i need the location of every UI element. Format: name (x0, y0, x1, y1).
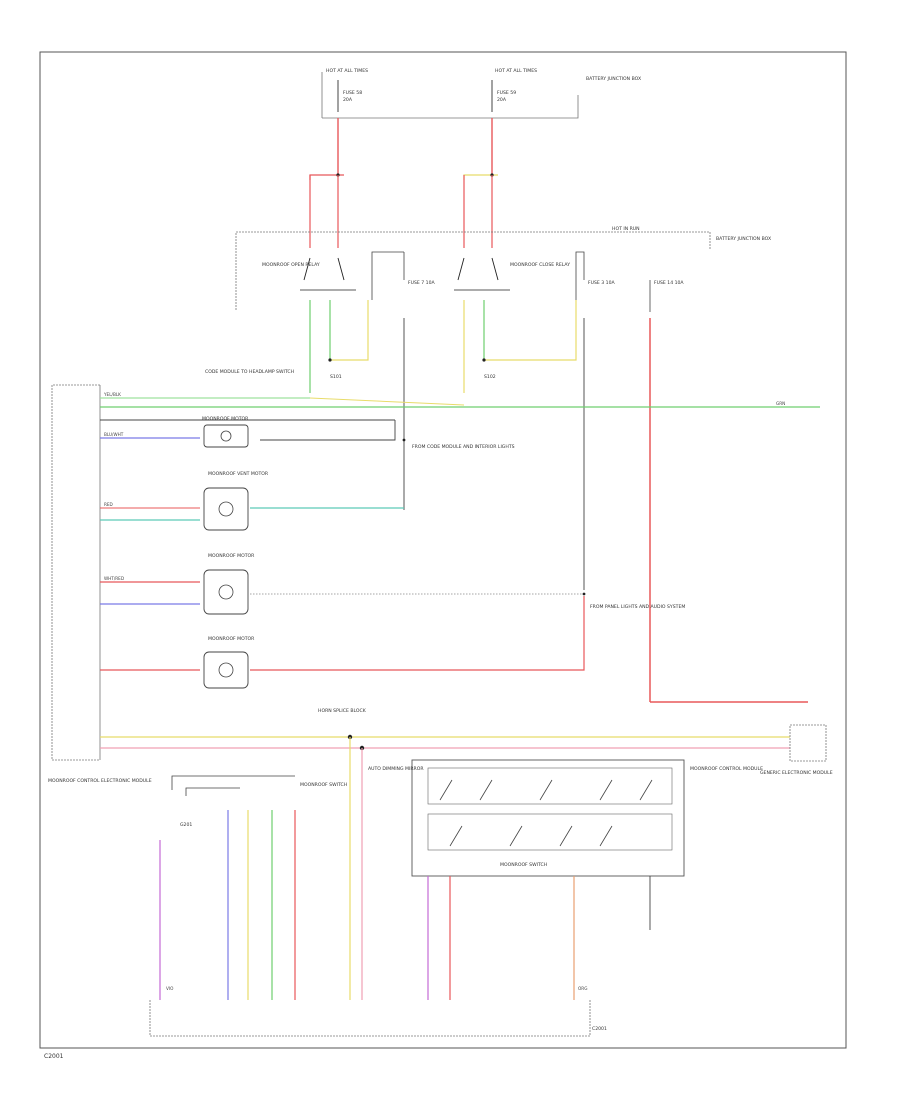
top-fuse-box: HOT AT ALL TIMES FUSE 58 20A HOT AT ALL … (321, 68, 641, 119)
fuse-c-far: FUSE 14 10A (654, 280, 684, 286)
motor-1-box (203, 424, 249, 448)
diagram-frame (39, 51, 847, 1049)
bottom-connector: C2001 VIO ORG (149, 986, 607, 1037)
harness-lines: YEL/BLK GRN CODE MODULE TO HEADLAMP SWIT… (100, 369, 820, 703)
switch-group-left-label: MOONROOF SWITCH (300, 782, 347, 788)
right-note-1: FROM CODE MODULE AND INTERIOR LIGHTS (412, 444, 515, 450)
right-note-2: FROM PANEL LIGHTS AND AUDIO SYSTEM (590, 604, 685, 610)
motor-3-box (203, 569, 249, 615)
hot-label-1: HOT AT ALL TIMES (326, 68, 368, 74)
junction-box-label-top: BATTERY JUNCTION BOX (586, 76, 641, 82)
wire-label-grn-right: GRN (776, 401, 785, 406)
motor-1-label: MOONROOF MOTOR (202, 416, 249, 422)
motor-2-box (203, 487, 249, 531)
ground-label: G201 (180, 822, 192, 828)
right-module-label: GENERIC ELECTRONIC MODULE (760, 770, 833, 776)
relay-left-label: MOONROOF OPEN RELAY (262, 262, 320, 268)
bottom-connector-label: C2001 (592, 1026, 607, 1032)
right-notes: FROM CODE MODULE AND INTERIOR LIGHTS FRO… (402, 438, 685, 610)
hot-label-2: HOT AT ALL TIMES (495, 68, 537, 74)
footer-code: C2001 (44, 1053, 64, 1060)
fuse-label-2: FUSE 59 (497, 90, 516, 96)
control-module-label: MOONROOF CONTROL MODULE (690, 766, 763, 772)
relay-box: HOT IN RUN BATTERY JUNCTION BOX MOONROOF… (235, 226, 771, 312)
control-module-box (411, 759, 685, 877)
hot-in-run-label: HOT IN RUN (612, 226, 640, 232)
wire-label-red: RED (104, 502, 113, 507)
left-module: MOONROOF CONTROL ELECTRONIC MODULE (48, 384, 152, 784)
motor-4-label: MOONROOF MOTOR (208, 636, 255, 642)
motor-2-label: MOONROOF VENT MOTOR (208, 471, 269, 477)
motor-3-label: MOONROOF MOTOR (208, 553, 255, 559)
switch-right-label: MOONROOF SWITCH (500, 862, 547, 868)
fuse-outputs (309, 118, 498, 248)
fuse-amp-1: 20A (343, 97, 353, 103)
switch-group-left: MOONROOF SWITCH G201 AUTO DIMMING MIRROR (159, 737, 424, 1000)
junction-box-label-right: BATTERY JUNCTION BOX (716, 236, 771, 242)
wire-label-org: ORG (578, 986, 587, 991)
splice-left: S101 (330, 374, 342, 380)
fuse-amp-2: 20A (497, 97, 507, 103)
wire-label-blu-wht: BLU/WHT (104, 432, 124, 437)
wire-label-wht-red: WHT/RED (104, 576, 124, 581)
left-module-label: MOONROOF CONTROL ELECTRONIC MODULE (48, 778, 152, 784)
center-splice-label: HORN SPLICE BLOCK (318, 708, 367, 714)
fuse-c-left: FUSE 7 10A (408, 280, 436, 286)
wire-label-vio: VIO (166, 986, 174, 991)
relay-outputs: S101 S102 (309, 300, 651, 702)
fuse-label-1: FUSE 58 (343, 90, 362, 96)
fuse-c-right: FUSE 3 10A (588, 280, 616, 286)
control-module: MOONROOF CONTROL MODULE MOONROOF SWITCH (411, 759, 763, 1000)
bus-lines: HORN SPLICE BLOCK GENERIC ELECTRONIC MOD… (100, 708, 833, 776)
connector-note-top: CODE MODULE TO HEADLAMP SWITCH (205, 369, 294, 375)
relay-right-label: MOONROOF CLOSE RELAY (510, 262, 570, 268)
motor-group: MOONROOF MOTOR MOONROOF VENT MOTOR MOONR… (202, 416, 269, 689)
wire-label-yel-blk: YEL/BLK (103, 392, 121, 397)
splice-right: S102 (484, 374, 496, 380)
center-module-label: AUTO DIMMING MIRROR (368, 766, 424, 772)
motor-4-box (203, 651, 249, 689)
right-module-box (789, 724, 827, 762)
